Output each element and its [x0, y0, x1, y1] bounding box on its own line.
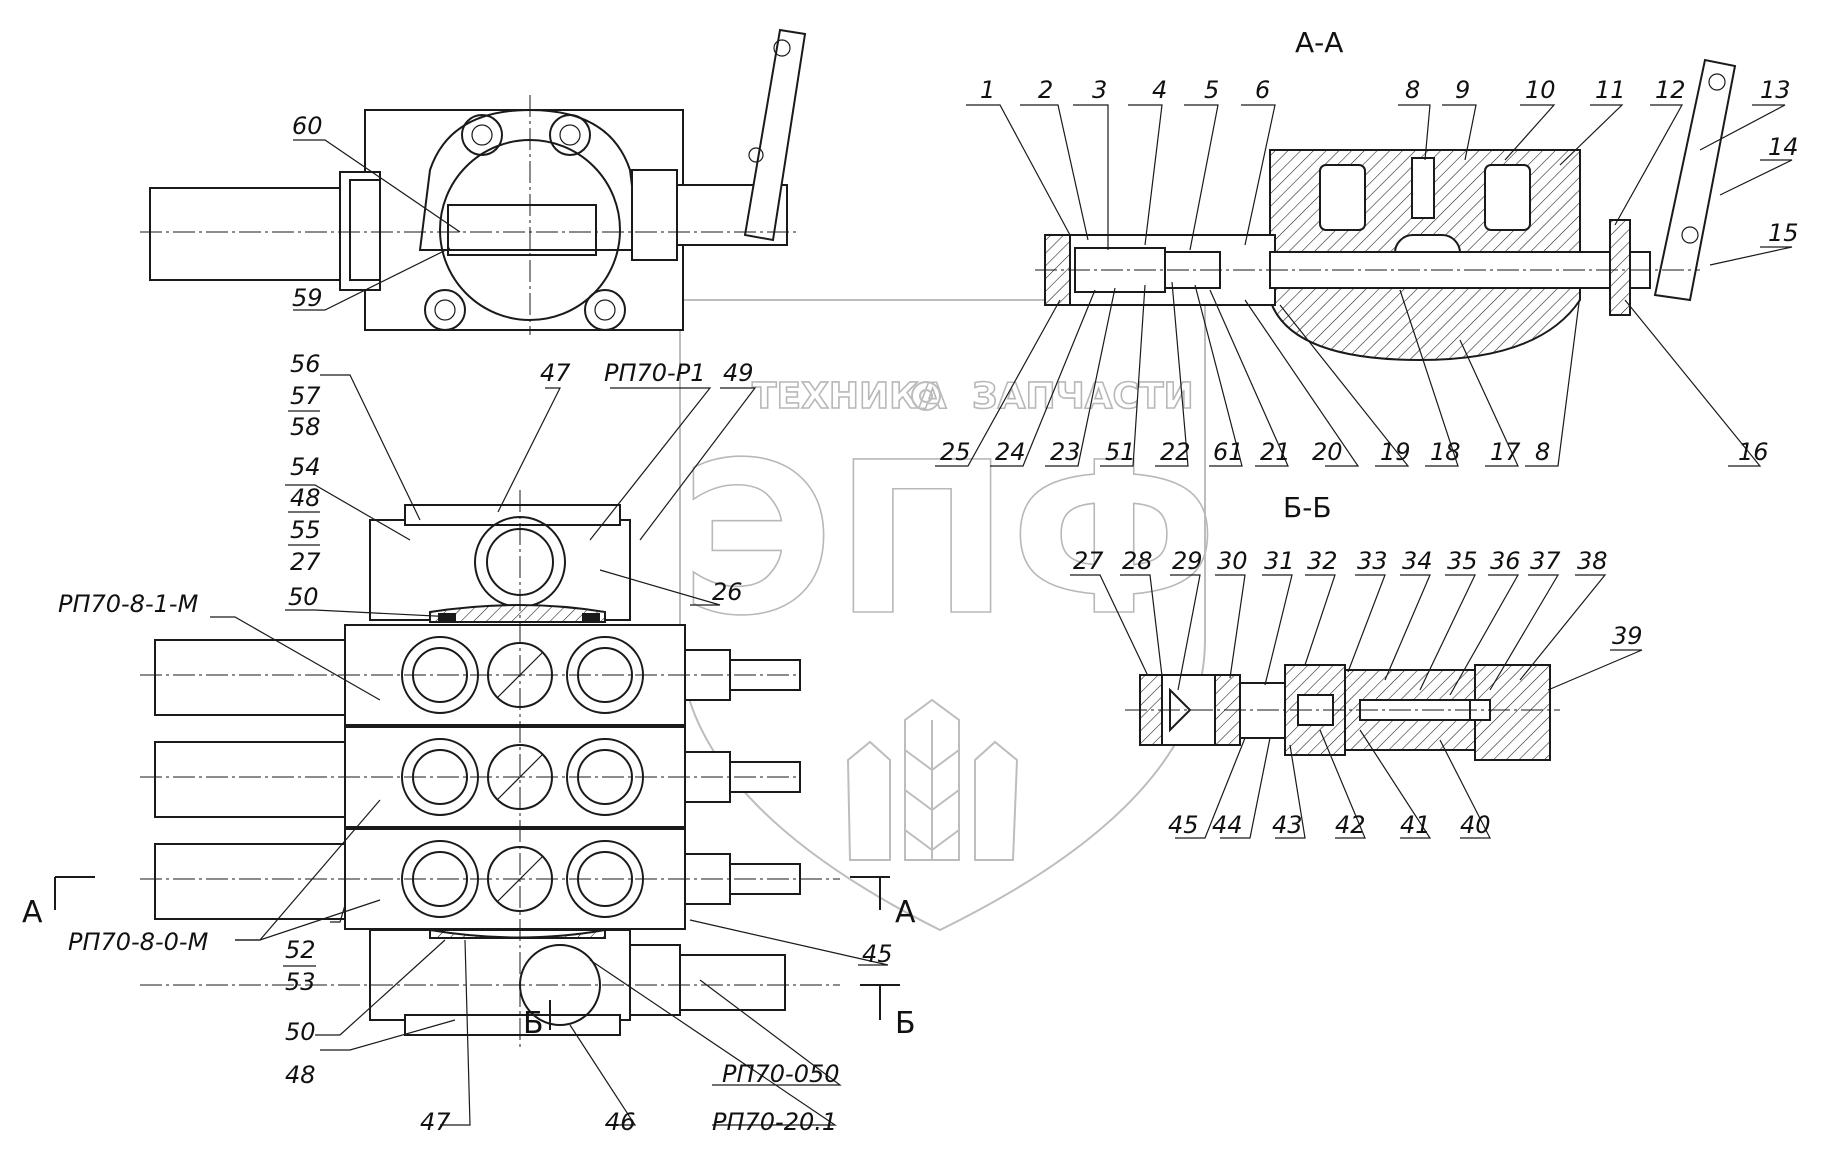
callout-33: 33: [1357, 547, 1388, 575]
callout-1: 1: [980, 76, 995, 104]
callout-61: 61: [1213, 438, 1244, 466]
gear-icon: [911, 381, 941, 411]
callout-25: 25: [940, 438, 971, 466]
callout-9: 9: [1455, 76, 1470, 104]
callout-47-top: 47: [540, 359, 571, 387]
callout-49: 49: [723, 359, 754, 387]
callout-54: 54: [290, 453, 321, 481]
section-a-a-view: А-А: [1035, 26, 1737, 362]
callout-43: 43: [1272, 811, 1303, 839]
callout-28: 28: [1122, 547, 1153, 575]
callout-4: 4: [1152, 76, 1167, 104]
callout-41: 41: [1400, 811, 1431, 839]
callout-23: 23: [1050, 438, 1081, 466]
callout-55: 55: [290, 516, 321, 544]
callout-51: 51: [1105, 438, 1136, 466]
callout-13: 13: [1760, 76, 1791, 104]
callout-44: 44: [1212, 811, 1243, 839]
section-b-b-view: Б-Б: [1125, 491, 1560, 761]
callout-8-top: 8: [1405, 76, 1420, 104]
section-letter-a-right: А: [895, 895, 916, 930]
callout-11: 11: [1595, 76, 1626, 104]
section-marker-a: А А: [22, 876, 916, 930]
callout-36: 36: [1490, 547, 1521, 575]
callout-rp70-8-0-m: РП70-8-0-М: [68, 928, 209, 956]
callout-48-top: 48: [290, 484, 321, 512]
leader-lines: [210, 104, 1793, 1126]
callout-24: 24: [995, 438, 1026, 466]
callout-6: 6: [1255, 76, 1270, 104]
callout-30: 30: [1217, 547, 1248, 575]
callout-20: 20: [1312, 438, 1343, 466]
callout-56: 56: [290, 350, 321, 378]
section-letter-a-left: А: [22, 895, 43, 930]
callout-40: 40: [1460, 811, 1491, 839]
callout-48-bottom: 48: [285, 1061, 316, 1089]
callout-50-bottom: 50: [285, 1018, 316, 1046]
watermark: ТЕХНИКА ЗАПЧАСТИ ЭПФ: [679, 299, 1219, 932]
callout-27-front: 27: [290, 548, 321, 576]
callout-29: 29: [1172, 547, 1203, 575]
watermark-text-left: ТЕХНИКА: [752, 376, 947, 417]
section-b-b-title: Б-Б: [1283, 491, 1332, 524]
wheat-ear-icon: [846, 698, 1019, 861]
callout-38: 38: [1577, 547, 1608, 575]
callout-53: 53: [285, 968, 316, 996]
section-a-a-title: А-А: [1295, 26, 1343, 59]
callout-47-bottom: 47: [420, 1108, 451, 1136]
callout-26: 26: [712, 578, 743, 606]
callout-57: 57: [290, 382, 321, 410]
callout-31: 31: [1264, 547, 1295, 575]
callout-50-top: 50: [288, 583, 319, 611]
callout-16: 16: [1738, 438, 1769, 466]
callout-8-bottom: 8: [1535, 438, 1550, 466]
callout-39: 39: [1612, 622, 1643, 650]
callout-18: 18: [1430, 438, 1461, 466]
section-marker-b: Б Б: [523, 984, 916, 1041]
callout-34: 34: [1402, 547, 1433, 575]
callout-rp70-20-1: РП70-20.1: [712, 1108, 837, 1136]
callout-17: 17: [1490, 438, 1521, 466]
callout-37: 37: [1530, 547, 1561, 575]
callout-45-bb: 45: [1168, 811, 1199, 839]
callout-52: 52: [285, 936, 316, 964]
callout-19: 19: [1380, 438, 1411, 466]
callout-3: 3: [1092, 76, 1107, 104]
callout-32: 32: [1307, 547, 1338, 575]
section-letter-b-right: Б: [895, 1006, 916, 1041]
callout-15: 15: [1768, 219, 1799, 247]
callout-35: 35: [1447, 547, 1478, 575]
watermark-logo-text: ЭПФ: [680, 417, 1218, 662]
callout-21: 21: [1260, 438, 1291, 466]
callout-10: 10: [1525, 76, 1556, 104]
callout-59: 59: [292, 284, 323, 312]
watermark-text-right: ЗАПЧАСТИ: [972, 376, 1194, 417]
callout-5: 5: [1204, 76, 1219, 104]
callout-2: 2: [1038, 76, 1053, 104]
callout-45-front: 45: [862, 940, 893, 968]
callouts: 1 2 3 4 5 6 8 9 10 11 12 13 14 15 25 24 …: [58, 76, 1799, 1136]
callout-rp70-8-1-m: РП70-8-1-М: [58, 590, 199, 618]
callout-rp70-p1: РП70-Р1: [604, 359, 705, 387]
section-letter-b-left: Б: [523, 1006, 544, 1041]
callout-22: 22: [1160, 438, 1191, 466]
callout-12: 12: [1655, 76, 1686, 104]
callout-rp70-050: РП70-050: [722, 1060, 840, 1088]
callout-14: 14: [1768, 133, 1799, 161]
callout-27-bb: 27: [1073, 547, 1104, 575]
callout-58: 58: [290, 413, 321, 441]
top-view: [140, 28, 807, 335]
callout-42: 42: [1335, 811, 1366, 839]
callout-60: 60: [292, 112, 323, 140]
callout-46: 46: [605, 1108, 636, 1136]
front-view-assembly: [140, 490, 840, 1050]
